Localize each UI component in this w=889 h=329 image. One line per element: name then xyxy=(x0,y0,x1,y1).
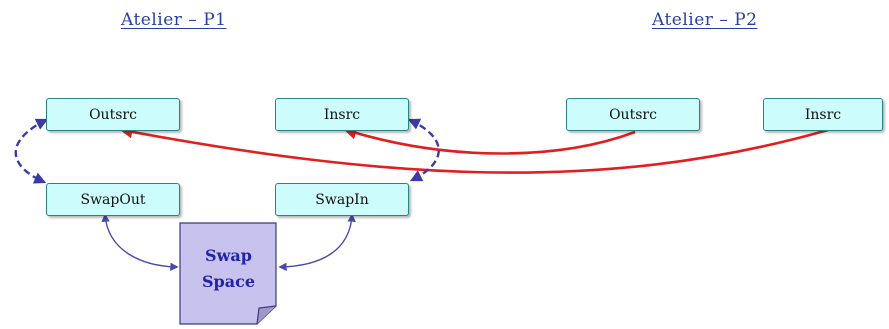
p2-outsrc-node: Outsrc xyxy=(566,98,700,131)
link-p1-outsrc-to-p2-insrc xyxy=(119,125,829,174)
p1-swapout-node: SwapOut xyxy=(46,183,180,216)
link-swapout-swapspace xyxy=(101,213,179,272)
atelier-p2-title: Atelier – P2 xyxy=(652,10,758,30)
p1-swapin-label: SwapIn xyxy=(315,191,369,208)
p1-outsrc-label: Outsrc xyxy=(89,106,137,123)
swap-space-label-line2: Space xyxy=(201,272,256,291)
p1-insrc-node: Insrc xyxy=(275,98,409,131)
link-swapin-swapspace xyxy=(278,213,356,272)
atelier-p1-title: Atelier – P1 xyxy=(121,10,227,30)
swap-space-document: Swap Space xyxy=(179,222,278,325)
dashed-link-insrc-swapin xyxy=(407,118,440,182)
p2-insrc-label: Insrc xyxy=(804,106,842,123)
swap-space-label-line1: Swap xyxy=(205,246,252,265)
document-icon xyxy=(179,222,277,325)
p2-insrc-node: Insrc xyxy=(763,98,883,131)
p1-outsrc-node: Outsrc xyxy=(46,98,180,131)
dashed-link-outsrc-swapout xyxy=(14,118,49,184)
p1-swapout-label: SwapOut xyxy=(80,191,146,208)
p2-outsrc-label: Outsrc xyxy=(609,106,657,123)
p1-insrc-label: Insrc xyxy=(323,106,361,123)
link-p1-insrc-to-p2-outsrc xyxy=(343,126,636,155)
p1-swapin-node: SwapIn xyxy=(275,183,409,216)
